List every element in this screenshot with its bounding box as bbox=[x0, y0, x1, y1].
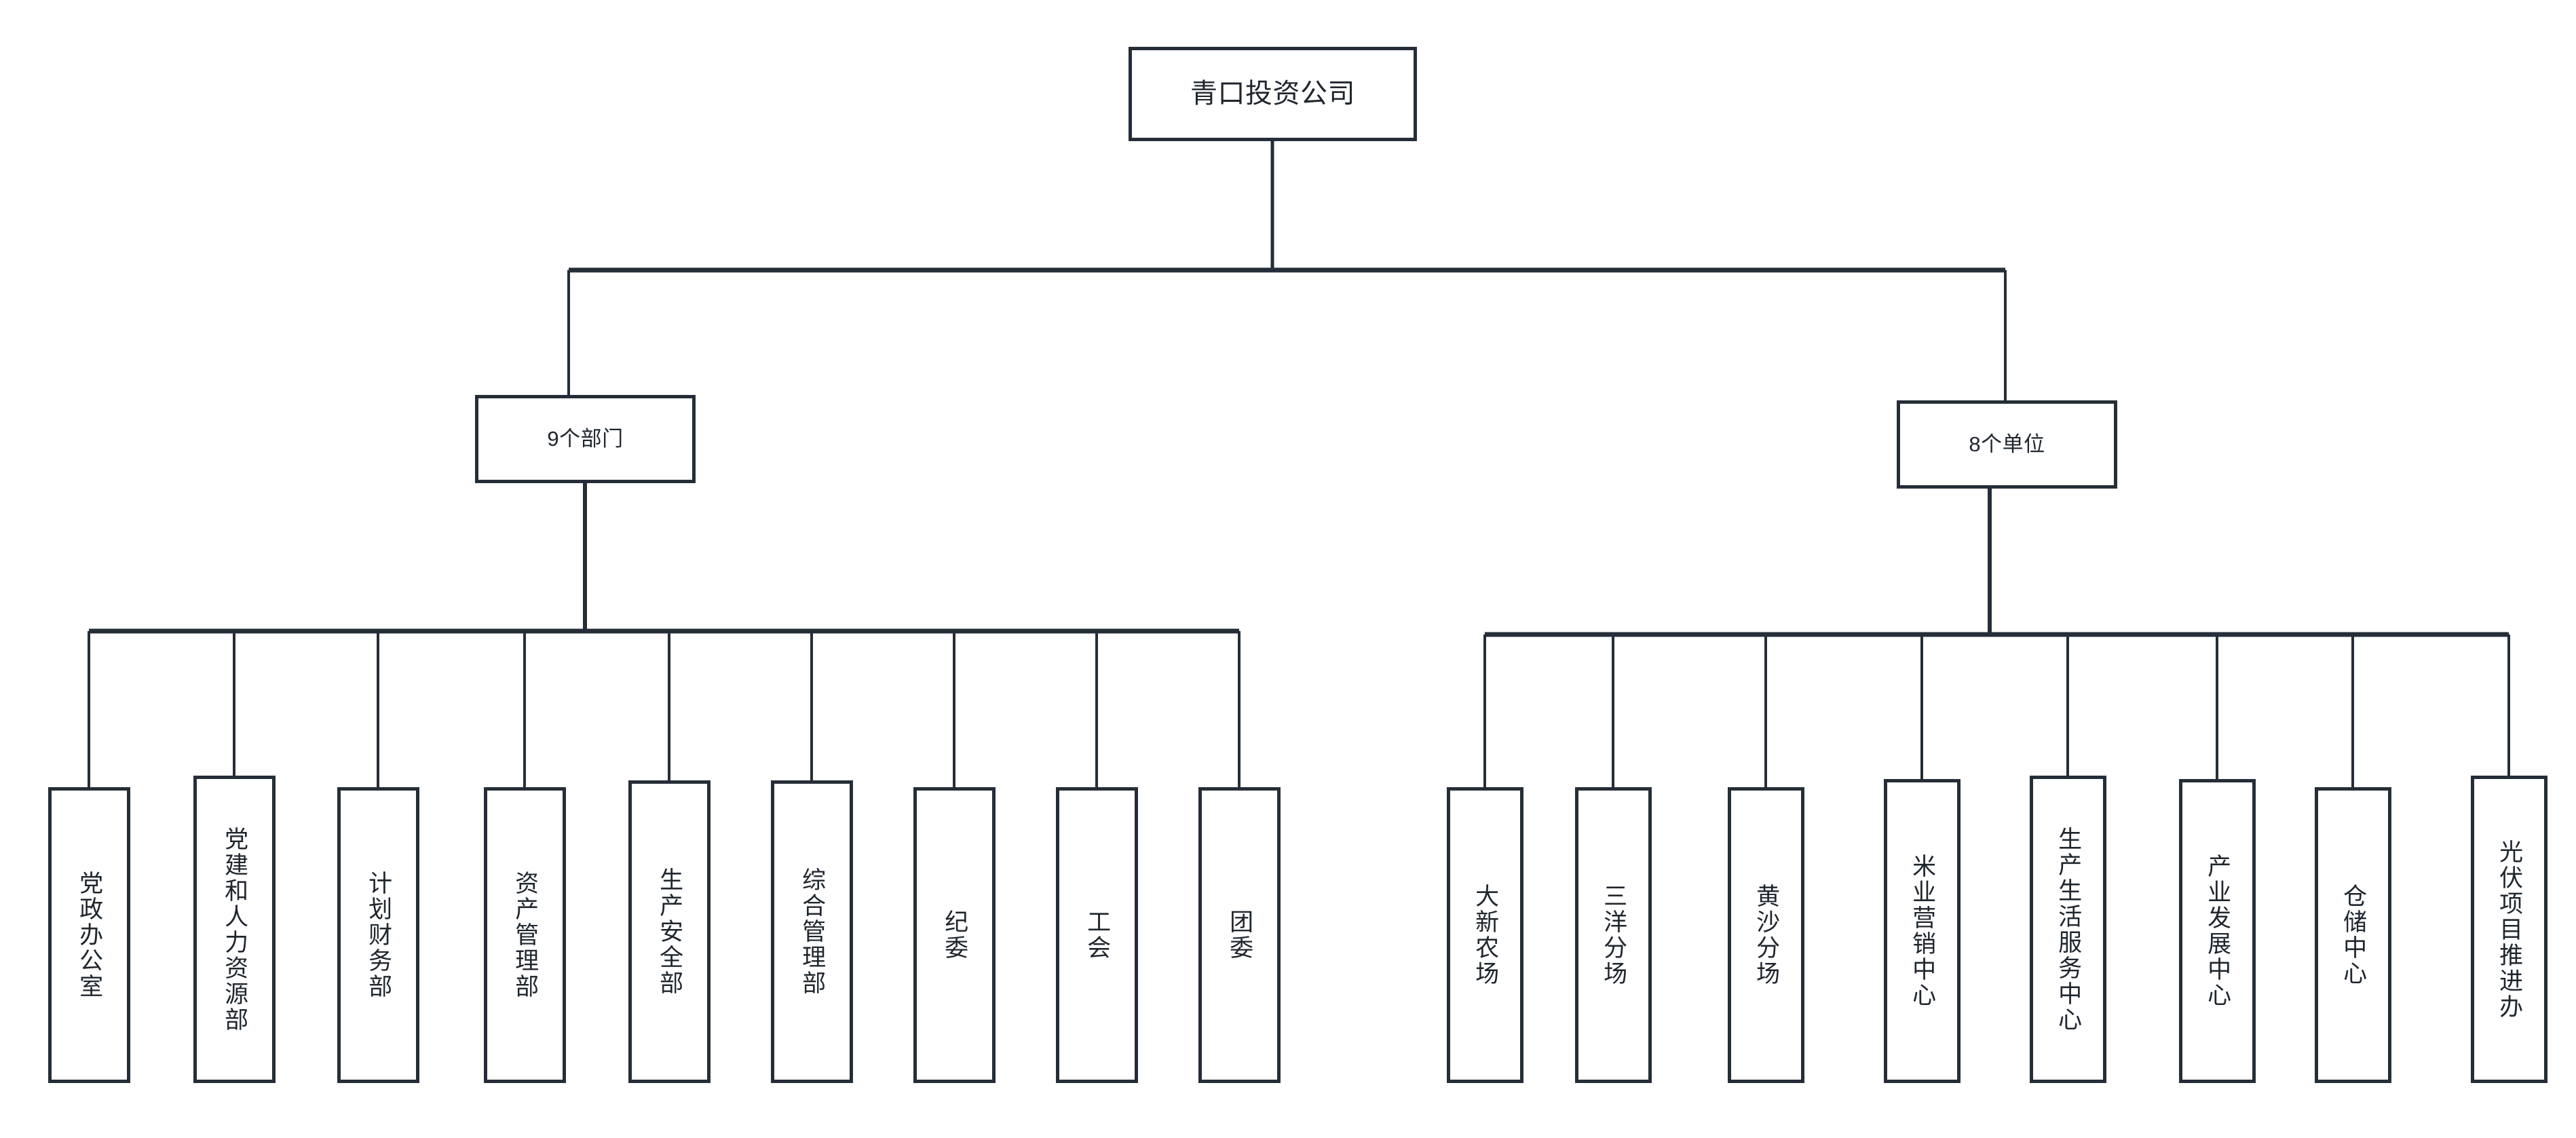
node-units-group[interactable]: 8个单位 bbox=[1897, 400, 2117, 489]
node-departments-group-label: 9个部门 bbox=[547, 427, 624, 451]
node-dept-1[interactable]: 党政办公室 bbox=[48, 787, 130, 1083]
node-dept-4-label: 资产管理部 bbox=[512, 871, 539, 1000]
node-dept-6[interactable]: 综合管理部 bbox=[771, 780, 853, 1083]
node-unit-1[interactable]: 大新农场 bbox=[1447, 787, 1523, 1083]
node-unit-8-label: 光伏项目推进办 bbox=[2496, 839, 2523, 1020]
node-root-label: 青口投资公司 bbox=[1190, 78, 1355, 109]
node-dept-7-label: 纪委 bbox=[941, 909, 968, 961]
node-dept-7[interactable]: 纪委 bbox=[913, 787, 996, 1083]
node-unit-6[interactable]: 产业发展中心 bbox=[2179, 779, 2256, 1083]
node-dept-6-label: 综合管理部 bbox=[799, 867, 826, 996]
node-dept-8[interactable]: 工会 bbox=[1056, 787, 1138, 1083]
node-unit-7-label: 仓储中心 bbox=[2340, 884, 2367, 987]
node-unit-4[interactable]: 米业营销中心 bbox=[1884, 779, 1961, 1083]
node-dept-9[interactable]: 团委 bbox=[1198, 787, 1281, 1083]
node-unit-3-label: 黄沙分场 bbox=[1753, 884, 1780, 987]
node-dept-2-label: 党建和人力资源部 bbox=[221, 826, 248, 1033]
node-unit-1-label: 大新农场 bbox=[1472, 884, 1499, 987]
node-root[interactable]: 青口投资公司 bbox=[1129, 47, 1417, 141]
node-dept-1-label: 党政办公室 bbox=[76, 871, 103, 1000]
node-unit-5[interactable]: 生产生活服务中心 bbox=[2030, 776, 2106, 1083]
node-unit-3[interactable]: 黄沙分场 bbox=[1728, 787, 1804, 1083]
node-unit-2-label: 三洋分场 bbox=[1600, 884, 1627, 987]
node-unit-5-label: 生产生活服务中心 bbox=[2055, 826, 2082, 1033]
node-unit-2[interactable]: 三洋分场 bbox=[1575, 787, 1652, 1083]
node-dept-5-label: 生产安全部 bbox=[656, 867, 683, 996]
node-dept-2[interactable]: 党建和人力资源部 bbox=[193, 776, 276, 1083]
node-dept-9-label: 团委 bbox=[1226, 909, 1253, 961]
node-unit-7[interactable]: 仓储中心 bbox=[2315, 787, 2391, 1083]
node-unit-8[interactable]: 光伏项目推进办 bbox=[2471, 776, 2547, 1083]
node-dept-5[interactable]: 生产安全部 bbox=[628, 780, 711, 1083]
node-unit-6-label: 产业发展中心 bbox=[2204, 854, 2231, 1008]
node-dept-3-label: 计划财务部 bbox=[365, 871, 392, 1000]
node-units-group-label: 8个单位 bbox=[1969, 432, 2045, 457]
node-dept-8-label: 工会 bbox=[1084, 909, 1111, 961]
node-dept-4[interactable]: 资产管理部 bbox=[484, 787, 566, 1083]
node-departments-group[interactable]: 9个部门 bbox=[475, 395, 696, 483]
node-unit-4-label: 米业营销中心 bbox=[1909, 854, 1936, 1008]
node-dept-3[interactable]: 计划财务部 bbox=[337, 787, 419, 1083]
